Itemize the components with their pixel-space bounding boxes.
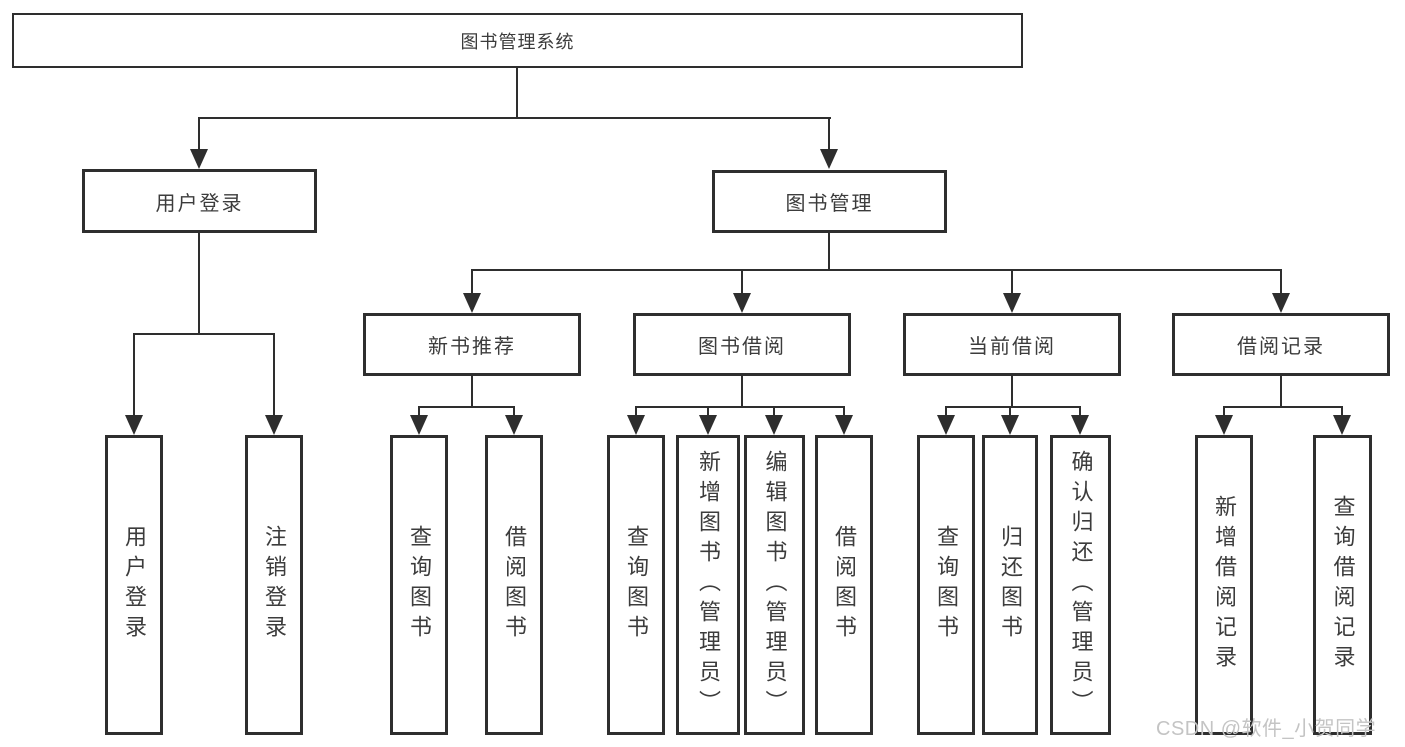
connector-leaf-stub: [418, 406, 420, 418]
connector-l2-bar: [635, 406, 844, 408]
arrow-down-icon: [699, 415, 717, 435]
leaf-query-books-borrowing: 查询图书: [607, 435, 665, 735]
connector-l2-stem: [741, 376, 743, 408]
arrow-down-icon: [265, 415, 283, 435]
leaf-query-borrow-record: 查询借阅记录: [1313, 435, 1372, 735]
connector-l2-stub: [471, 269, 473, 297]
connector-root-stem: [516, 68, 518, 119]
connector-leaf-stub: [843, 406, 845, 418]
connector-leaf-stub: [513, 406, 515, 418]
connector-l2-bar: [945, 406, 1080, 408]
leaf-query-books-recommend: 查询图书: [390, 435, 448, 735]
node-book-management: 图书管理: [712, 170, 947, 233]
node-library-management-system: 图书管理系统: [12, 13, 1023, 68]
leaf-return-books: 归还图书: [982, 435, 1038, 735]
arrow-down-icon: [820, 149, 838, 169]
connector-user-login-stem: [198, 233, 200, 335]
arrow-down-icon: [1215, 415, 1233, 435]
connector-leaf-stub: [273, 333, 275, 417]
connector-book-mgmt-stub: [828, 117, 830, 151]
connector-leaf-stub: [1341, 406, 1343, 418]
arrow-down-icon: [765, 415, 783, 435]
leaf-logout: 注销登录: [245, 435, 303, 735]
watermark: CSDN @软件_小贺同学: [1156, 718, 1377, 740]
leaf-confirm-return-admin: 确认归还（管理员）: [1050, 435, 1111, 735]
connector-l2-bar: [1223, 406, 1342, 408]
node-book-borrowing: 图书借阅: [633, 313, 851, 376]
connector-user-login-bar: [133, 333, 274, 335]
connector-leaf-stub: [635, 406, 637, 418]
arrow-down-icon: [1001, 415, 1019, 435]
connector-book-mgmt-stem: [828, 233, 830, 271]
connector-leaf-stub: [773, 406, 775, 418]
connector-l2-stem: [471, 376, 473, 408]
connector-l2-bar: [418, 406, 514, 408]
arrow-down-icon: [505, 415, 523, 435]
node-borrowing-records: 借阅记录: [1172, 313, 1390, 376]
node-current-borrowing: 当前借阅: [903, 313, 1121, 376]
arrow-down-icon: [733, 293, 751, 313]
leaf-add-books-admin: 新增图书（管理员）: [676, 435, 740, 735]
connector-l2-stem: [1280, 376, 1282, 408]
connector-l2-stub: [1011, 269, 1013, 297]
connector-leaf-stub: [945, 406, 947, 418]
leaf-user-login: 用户登录: [105, 435, 163, 735]
connector-book-mgmt-bar: [471, 269, 1281, 271]
node-user-login: 用户登录: [82, 169, 317, 233]
connector-leaf-stub: [707, 406, 709, 418]
arrow-down-icon: [190, 149, 208, 169]
connector-leaf-stub: [1009, 406, 1011, 418]
connector-leaf-stub: [133, 333, 135, 417]
arrow-down-icon: [1071, 415, 1089, 435]
leaf-add-borrow-record: 新增借阅记录: [1195, 435, 1253, 735]
connector-root-bar: [198, 117, 831, 119]
connector-leaf-stub: [1079, 406, 1081, 418]
leaf-borrow-books: 借阅图书: [815, 435, 873, 735]
connector-l2-stub: [1280, 269, 1282, 297]
leaf-query-books-current: 查询图书: [917, 435, 975, 735]
arrow-down-icon: [410, 415, 428, 435]
arrow-down-icon: [463, 293, 481, 313]
arrow-down-icon: [125, 415, 143, 435]
arrow-down-icon: [937, 415, 955, 435]
leaf-edit-books-admin: 编辑图书（管理员）: [744, 435, 805, 735]
arrow-down-icon: [835, 415, 853, 435]
connector-l2-stub: [741, 269, 743, 297]
node-new-book-recommendation: 新书推荐: [363, 313, 581, 376]
connector-user-login-stub: [198, 117, 200, 151]
arrow-down-icon: [1272, 293, 1290, 313]
connector-leaf-stub: [1223, 406, 1225, 418]
arrow-down-icon: [1003, 293, 1021, 313]
leaf-borrow-books-recommend: 借阅图书: [485, 435, 543, 735]
connector-l2-stem: [1011, 376, 1013, 408]
arrow-down-icon: [627, 415, 645, 435]
arrow-down-icon: [1333, 415, 1351, 435]
